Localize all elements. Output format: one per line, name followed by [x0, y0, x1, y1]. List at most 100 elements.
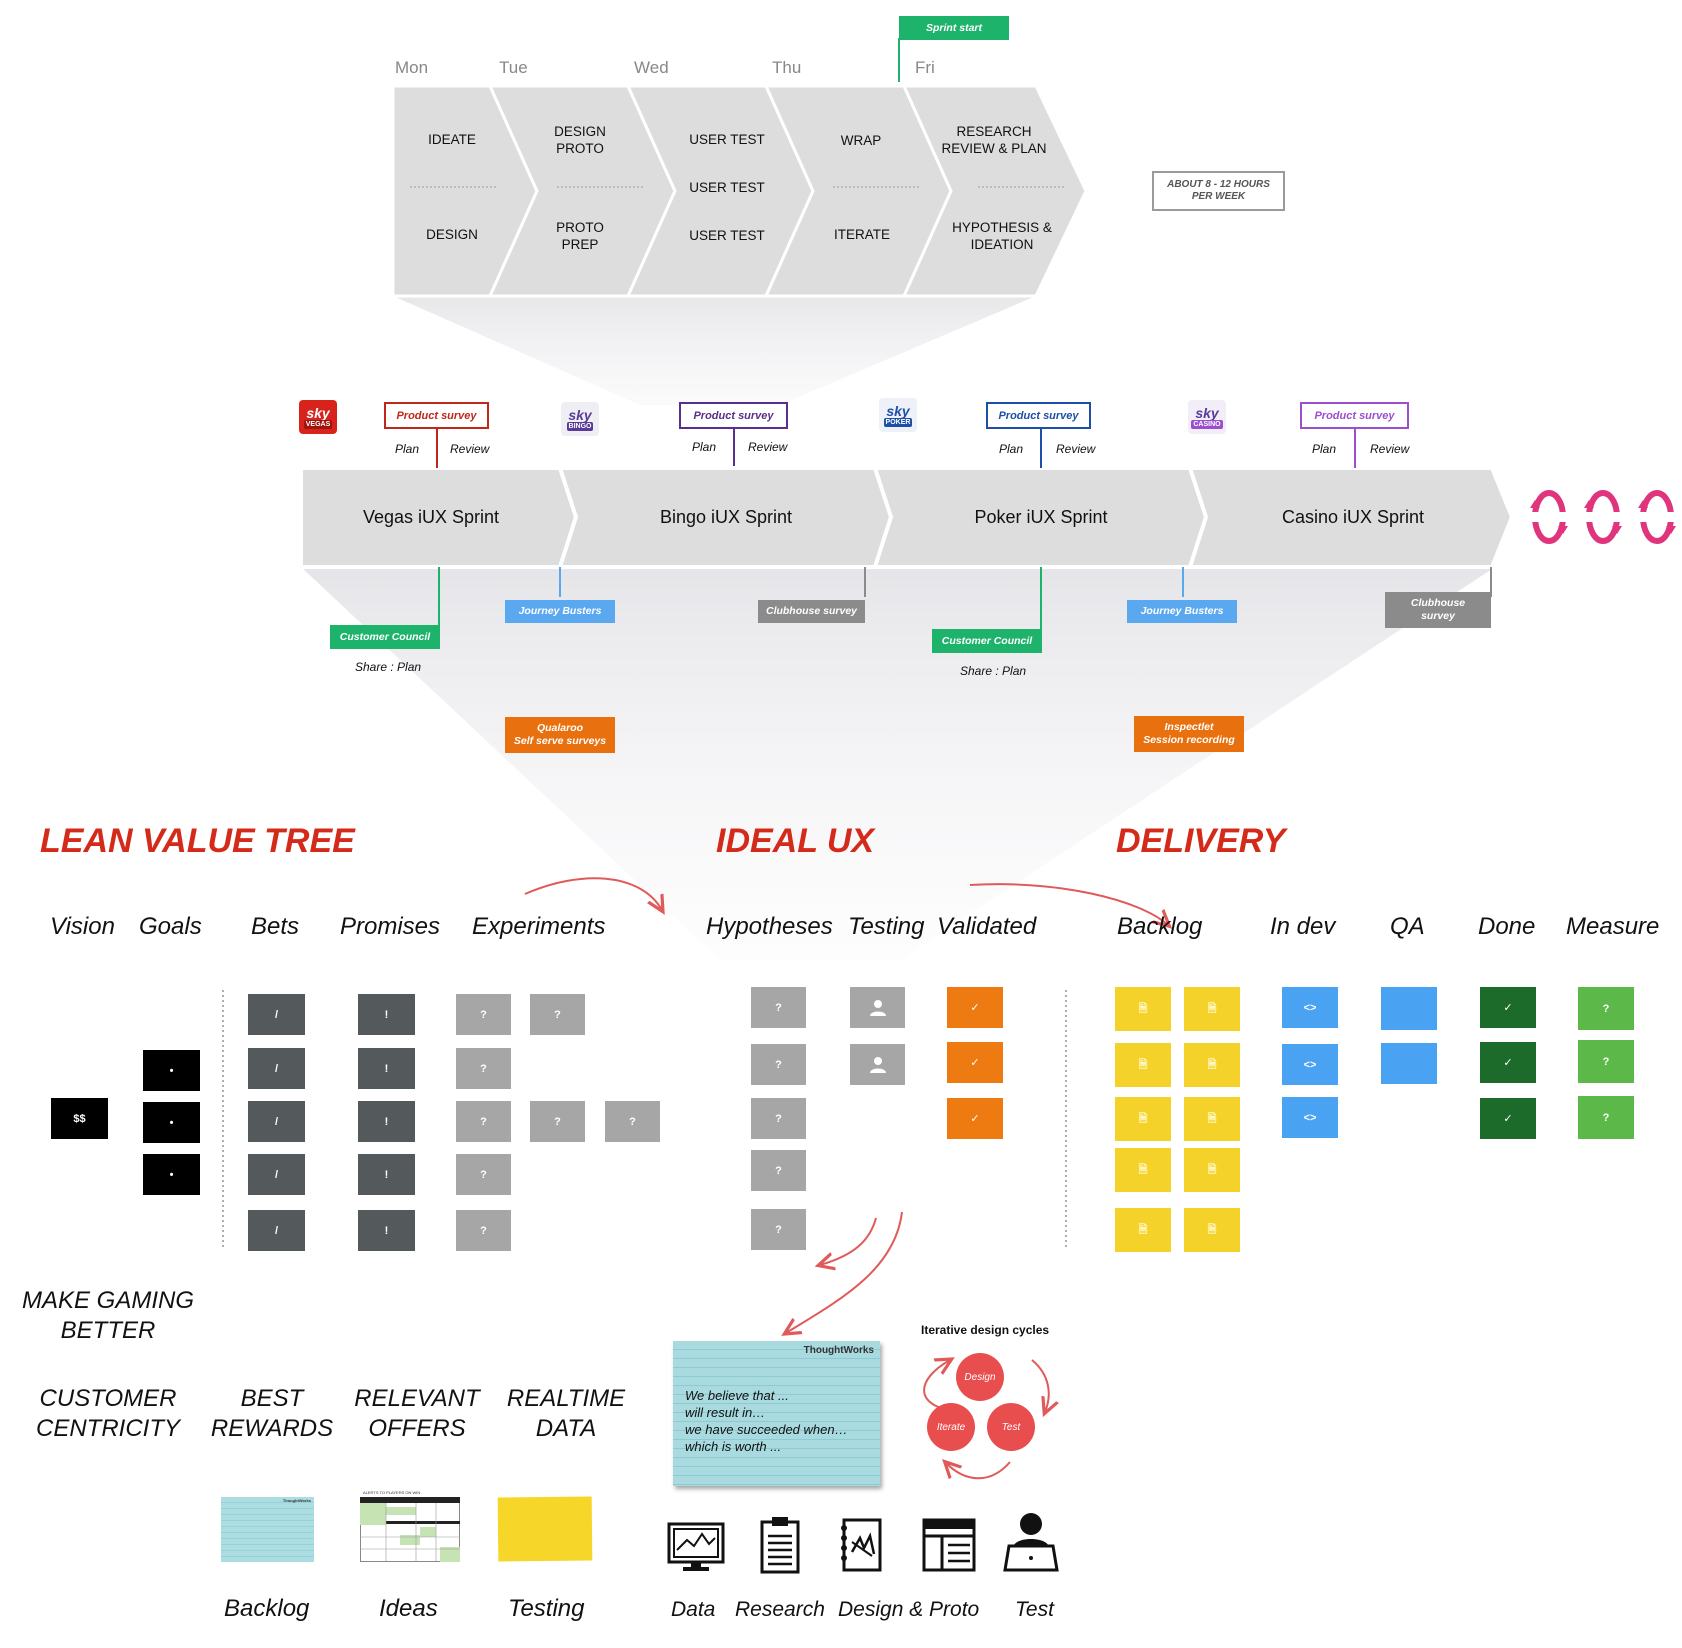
done-card: ✓	[1480, 1042, 1536, 1083]
inspectlet-tag: Inspectlet Session recording	[1134, 716, 1244, 752]
vision-card: $$	[51, 1098, 108, 1139]
col-vision: Vision	[50, 913, 115, 940]
backlog-card: 🗎	[1184, 1043, 1240, 1087]
qa-card	[1381, 987, 1437, 1030]
person-icon	[869, 1056, 886, 1073]
cycle-iterate-label: Iterate	[936, 1421, 966, 1433]
day-mon: Mon	[395, 58, 429, 77]
col-in-dev: In dev	[1270, 913, 1336, 940]
hypothesis-line: we have succeeded when…	[685, 1422, 848, 1437]
goal-card: •	[143, 1154, 200, 1195]
col-goals: Goals	[139, 913, 202, 940]
goal-statement-3: RELEVANT OFFERS	[354, 1385, 480, 1442]
col-backlog: Backlog	[1117, 913, 1203, 940]
activity-ideate: IDEATE	[428, 132, 476, 147]
cycles-title: Iterative design cycles	[921, 1323, 1050, 1337]
in-dev-card: <>	[1282, 1097, 1338, 1138]
col-done: Done	[1478, 913, 1536, 940]
hypothesis-card: ?	[751, 1044, 806, 1085]
activity-wrap: WRAP	[840, 133, 882, 148]
in-dev-card: <>	[1282, 1044, 1338, 1085]
activity-hypothesis-ideation: HYPOTHESIS & IDEATION	[952, 220, 1052, 252]
backlog-card-thumbnail: ThoughtWorks	[221, 1497, 314, 1562]
tool-design-proto-label: Design & Proto	[838, 1598, 980, 1621]
product-survey-poker: Product survey	[986, 402, 1091, 429]
col-qa: QA	[1390, 913, 1425, 940]
sprint-vegas: Vegas iUX Sprint	[362, 507, 500, 527]
cycle-test-circle: Test	[987, 1403, 1035, 1451]
cycle-design-circle: Design	[956, 1353, 1004, 1401]
goal-card: •	[143, 1050, 200, 1091]
bet-card: /	[248, 1048, 305, 1089]
activity-design-proto: DESIGN PROTO	[554, 124, 606, 156]
testing-card	[850, 987, 905, 1028]
hypothesis-card: ?	[751, 1150, 806, 1191]
hypothesis-card: ?	[751, 1098, 806, 1139]
day-fri: Fri	[915, 58, 935, 77]
done-card: ✓	[1480, 1098, 1536, 1139]
validated-card: ✓	[947, 1098, 1003, 1139]
activity-design: DESIGN	[426, 227, 478, 242]
hours-note-box: ABOUT 8 - 12 HOURS PER WEEK	[1152, 171, 1285, 211]
testing-card	[850, 1044, 905, 1085]
day-wed: Wed	[634, 58, 669, 77]
done-card: ✓	[1480, 987, 1536, 1028]
sprint-funnel	[301, 567, 1495, 960]
promise-card: !	[358, 1048, 415, 1089]
lean-value-tree-title: LEAN VALUE TREE	[40, 822, 355, 860]
col-testing: Testing	[848, 913, 925, 940]
delivery-title: DELIVERY	[1116, 822, 1286, 860]
promise-card: !	[358, 1101, 415, 1142]
hours-note: ABOUT 8 - 12 HOURS PER WEEK	[1167, 179, 1270, 202]
measure-card: ?	[1578, 1040, 1634, 1083]
bet-card: /	[248, 1154, 305, 1195]
hypothesis-template-card: ThoughtWorks We believe that ... will re…	[673, 1341, 880, 1486]
experiment-card: ?	[530, 1101, 585, 1142]
backlog-card: 🗎	[1115, 1043, 1171, 1087]
thoughtworks-brand: ThoughtWorks	[803, 1345, 874, 1356]
validated-card: ✓	[947, 1042, 1003, 1083]
sprint-poker: Poker iUX Sprint	[974, 507, 1108, 527]
qa-card	[1381, 1043, 1437, 1084]
qualaroo-tag: Qualaroo Self serve surveys	[505, 717, 615, 753]
week-chevrons	[391, 84, 1088, 298]
experiment-card: ?	[456, 1210, 511, 1251]
hypothesis-line: will result in…	[685, 1405, 766, 1420]
sky-casino-logo: sky CASINO	[1188, 400, 1226, 434]
measure-card: ?	[1578, 987, 1634, 1030]
ideal-ux-title: IDEAL UX	[716, 822, 875, 860]
goal-card: •	[143, 1102, 200, 1143]
activity-user-test-2: USER TEST	[689, 180, 765, 195]
customer-council-tag-1: Customer Council	[330, 625, 440, 649]
promise-card: !	[358, 1210, 415, 1251]
review-poker: Review	[1056, 442, 1096, 456]
plan-casino: Plan	[1312, 442, 1337, 456]
promise-card: !	[358, 1154, 415, 1195]
vision-statement: MAKE GAMING BETTER	[21, 1287, 195, 1344]
plan-vegas: Plan	[395, 442, 420, 456]
sprint-casino: Casino iUX Sprint	[1281, 507, 1425, 527]
promise-card: !	[358, 994, 415, 1035]
clubhouse-survey-tag-2: Clubhouse survey	[1385, 592, 1491, 628]
journey-busters-tag-1: Journey Busters	[505, 600, 615, 623]
cycle-iterate-circle: Iterate	[927, 1403, 975, 1451]
artifact-testing-label: Testing	[508, 1595, 585, 1622]
sprint-bingo: Bingo iUX Sprint	[659, 507, 793, 527]
person-icon	[869, 999, 886, 1016]
share-plan-1: Share : Plan	[355, 660, 422, 674]
tool-research-label: Research	[735, 1598, 825, 1621]
week-funnel	[393, 296, 1036, 405]
review-casino: Review	[1370, 442, 1410, 456]
col-promises: Promises	[340, 913, 441, 940]
mini-thoughtworks-brand: ThoughtWorks	[282, 1498, 311, 1503]
bet-card: /	[248, 994, 305, 1035]
backlog-card: 🗎	[1184, 1148, 1240, 1192]
measure-card: ?	[1578, 1096, 1634, 1139]
hypothesis-card: ?	[751, 987, 806, 1028]
share-plan-2: Share : Plan	[960, 664, 1027, 678]
backlog-card: 🗎	[1115, 1148, 1171, 1192]
review-vegas: Review	[450, 442, 490, 456]
backlog-card: 🗎	[1115, 1097, 1171, 1141]
backlog-card: 🗎	[1184, 1208, 1240, 1252]
hypothesis-line: which is worth ...	[685, 1439, 782, 1454]
